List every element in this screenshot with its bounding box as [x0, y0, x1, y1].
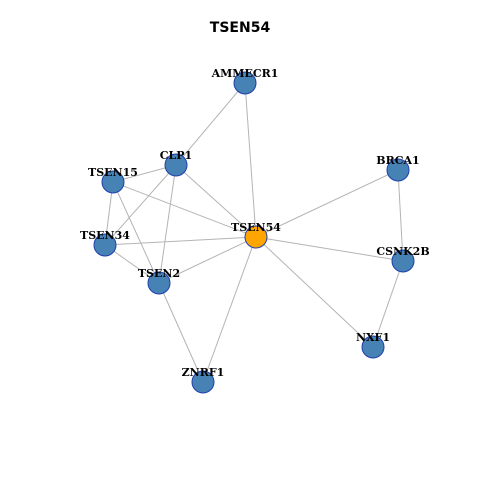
node-label-tsen15: TSEN15	[88, 166, 138, 179]
node-tsen15[interactable]	[101, 170, 125, 194]
edge-znrf1-tsen54	[202, 236, 257, 383]
edge-clp1-tsen54	[175, 164, 257, 238]
node-label-nxf1: NXF1	[356, 331, 390, 344]
edge-tsen2-znrf1	[158, 282, 204, 383]
node-tsen34[interactable]	[93, 233, 117, 257]
edge-ammecr1-clp1	[175, 82, 246, 166]
node-tsen2[interactable]	[147, 271, 171, 295]
node-brca1[interactable]	[386, 158, 410, 182]
edge-brca1-csnk2b	[397, 169, 404, 262]
edge-clp1-tsen34	[104, 164, 177, 246]
node-csnk2b[interactable]	[391, 249, 415, 273]
node-label-tsen34: TSEN34	[80, 229, 130, 242]
edge-csnk2b-nxf1	[372, 260, 404, 348]
node-label-brca1: BRCA1	[376, 154, 419, 167]
edge-tsen15-tsen2	[112, 181, 160, 284]
node-label-csnk2b: CSNK2B	[376, 245, 429, 258]
node-clp1[interactable]	[164, 153, 188, 177]
node-label-ammecr1: AMMECR1	[211, 67, 279, 80]
edge-brca1-tsen54	[255, 169, 399, 238]
edge-csnk2b-tsen54	[255, 236, 404, 262]
edge-nxf1-tsen54	[255, 236, 374, 348]
node-znrf1[interactable]	[191, 370, 215, 394]
node-tsen54[interactable]	[244, 225, 268, 249]
node-nxf1[interactable]	[361, 335, 385, 359]
node-label-tsen54: TSEN54	[231, 221, 281, 234]
node-label-clp1: CLP1	[160, 149, 192, 162]
nodes-layer	[93, 71, 415, 394]
edge-ammecr1-tsen54	[244, 82, 257, 238]
edge-clp1-tsen2	[158, 164, 177, 284]
node-label-tsen2: TSEN2	[138, 267, 180, 280]
node-ammecr1[interactable]	[233, 71, 257, 95]
graph-title: TSEN54	[209, 20, 271, 36]
node-label-znrf1: ZNRF1	[182, 366, 225, 379]
edge-tsen34-tsen54	[104, 236, 257, 246]
edge-tsen2-tsen54	[158, 236, 257, 284]
edge-tsen15-tsen54	[112, 181, 257, 238]
